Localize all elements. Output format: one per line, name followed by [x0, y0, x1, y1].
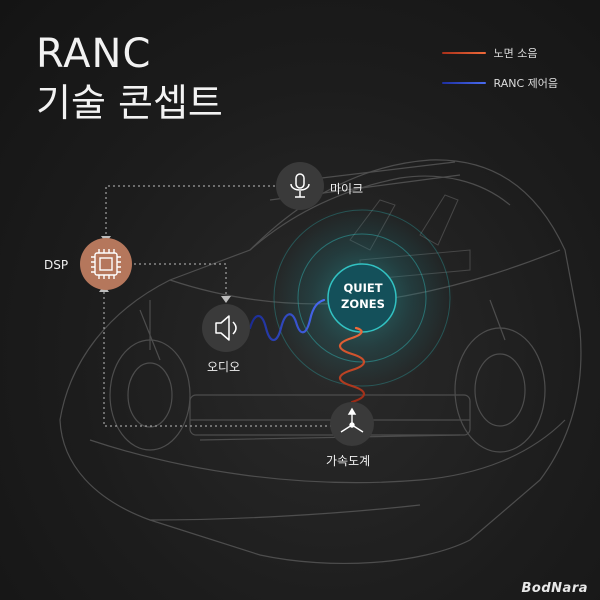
legend-label-ranc-sound: RANC 제어음	[493, 77, 559, 90]
mic-node	[276, 162, 324, 210]
title-line-1: RANC	[36, 31, 152, 77]
title-line-2: 기술 콘셉트	[36, 81, 223, 125]
ranc-control-wave	[248, 298, 326, 342]
signal-path	[103, 185, 332, 427]
mic-label: 마이크	[330, 182, 364, 196]
legend-label-road-noise: 노면 소음	[493, 47, 538, 60]
accelerometer-icon	[340, 407, 364, 433]
dsp-label: DSP	[44, 258, 69, 272]
microphone-icon	[290, 173, 310, 198]
dsp-node	[80, 238, 132, 290]
page-title: RANC 기술 콘셉트	[36, 30, 223, 128]
speaker-icon	[215, 315, 237, 341]
watermark-logo: BodNara	[521, 581, 588, 596]
road-noise-wave	[338, 326, 366, 404]
legend-swatch-road-noise	[441, 52, 486, 54]
legend-swatch-ranc-sound	[441, 82, 486, 84]
legend: 노면 소음 RANC 제어음	[441, 38, 559, 98]
legend-item-ranc-sound: RANC 제어음	[441, 68, 559, 98]
accelerometer-node	[330, 402, 374, 446]
audio-node	[202, 304, 250, 352]
accelerometer-label: 가속도계	[326, 454, 371, 468]
chip-icon	[91, 249, 121, 279]
quiet-zone-label: QUIET ZONES	[341, 281, 385, 311]
car-wheels	[109, 299, 546, 453]
audio-label: 오디오	[207, 360, 241, 374]
legend-item-road-noise: 노면 소음	[441, 38, 559, 68]
